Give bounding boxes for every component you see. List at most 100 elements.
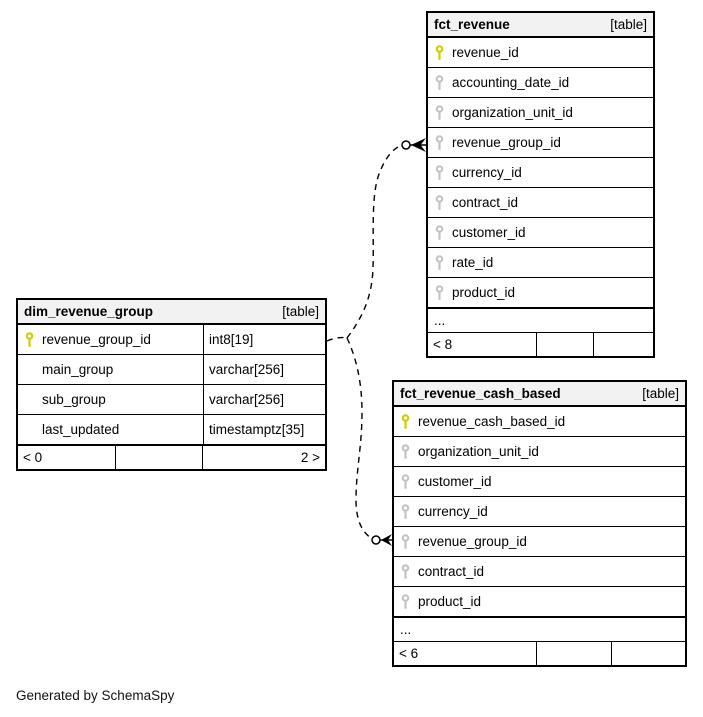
table-footer: < 8 (428, 332, 653, 356)
footer-parents-count (612, 642, 685, 665)
table-columns: revenue_cash_based_id organization_unit_i… (394, 407, 685, 616)
column-name-cell: revenue_group_id (394, 527, 685, 556)
foreign-key-icon (401, 563, 416, 580)
column-name: customer_id (452, 225, 526, 240)
column-name-cell: product_id (394, 587, 685, 616)
column-name: revenue_group_id (42, 332, 151, 347)
table-dim-revenue-group[interactable]: dim_revenue_group [table] revenue_group_… (16, 298, 327, 471)
column-name-cell: currency_id (394, 497, 685, 526)
column-name: revenue_group_id (418, 534, 527, 549)
footer-middle-cell (116, 446, 203, 469)
table-fct-revenue[interactable]: fct_revenue [table] revenue_id accounting… (426, 11, 655, 358)
column-name: revenue_cash_based_id (418, 414, 566, 429)
column-name: sub_group (42, 392, 106, 407)
column-name-cell: organization_unit_id (394, 437, 685, 466)
column-name: revenue_id (452, 45, 519, 60)
table-type-badge: [table] (282, 304, 319, 319)
column-name-cell: organization_unit_id (428, 98, 653, 127)
column-row-sub_group: sub_group varchar[256] (18, 384, 325, 414)
primary-key-icon (401, 413, 416, 430)
column-name-cell: rate_id (428, 248, 653, 277)
footer-parents-count: 2 > (300, 450, 320, 465)
column-row-product_id: product_id (394, 586, 685, 616)
column-name: organization_unit_id (452, 105, 573, 120)
foreign-key-icon (401, 473, 416, 490)
column-row-contract_id: contract_id (428, 187, 653, 217)
footer-children-count: < 0 (18, 446, 116, 469)
column-name-cell: contract_id (394, 557, 685, 586)
foreign-key-icon (401, 593, 416, 610)
primary-key-icon (435, 44, 450, 61)
column-name: product_id (418, 594, 482, 609)
column-type: varchar[256] (203, 385, 325, 414)
foreign-key-icon (435, 254, 450, 271)
column-name-cell: last_updated (18, 415, 203, 444)
table-title[interactable]: fct_revenue (434, 17, 510, 32)
column-name: product_id (452, 285, 516, 300)
column-name-cell: product_id (428, 278, 653, 307)
table-type-badge: [table] (642, 386, 679, 401)
foreign-key-icon (401, 503, 416, 520)
crow-foot-arrow-top-icon (411, 138, 426, 152)
table-header[interactable]: dim_revenue_group [table] (18, 300, 325, 325)
column-name: currency_id (452, 165, 522, 180)
hidden-columns-row: ... (428, 307, 653, 332)
foreign-key-icon (435, 164, 450, 181)
column-name: customer_id (418, 474, 492, 489)
column-name-cell: customer_id (394, 467, 685, 496)
footer-children-count: < 6 (394, 642, 537, 665)
column-name: organization_unit_id (418, 444, 539, 459)
table-title[interactable]: dim_revenue_group (24, 304, 154, 319)
column-row-customer_id: customer_id (428, 217, 653, 247)
column-row-product_id: product_id (428, 277, 653, 307)
column-type: int8[19] (203, 325, 325, 354)
foreign-key-icon (401, 443, 416, 460)
column-row-currency_id: currency_id (428, 157, 653, 187)
column-row-organization_unit_id: organization_unit_id (428, 97, 653, 127)
column-name-cell: currency_id (428, 158, 653, 187)
column-name: accounting_date_id (452, 75, 570, 90)
footer-middle-cell (537, 333, 594, 356)
foreign-key-icon (435, 224, 450, 241)
foreign-key-icon (435, 74, 450, 91)
foreign-key-icon (435, 284, 450, 301)
column-name-cell: revenue_group_id (18, 325, 203, 354)
table-columns: revenue_id accounting_date_id organization… (428, 38, 653, 307)
column-name-cell: customer_id (428, 218, 653, 247)
hidden-columns-row: ... (394, 616, 685, 641)
column-name: last_updated (42, 422, 120, 437)
column-name: revenue_group_id (452, 135, 561, 150)
table-type-badge: [table] (610, 17, 647, 32)
generated-by-note: Generated by SchemaSpy (16, 688, 175, 703)
column-name: contract_id (452, 195, 519, 210)
column-row-organization_unit_id: organization_unit_id (394, 436, 685, 466)
foreign-key-icon (401, 533, 416, 550)
column-name: rate_id (452, 255, 494, 270)
zero-or-many-circle-bottom (371, 535, 381, 545)
column-name-cell: contract_id (428, 188, 653, 217)
column-row-currency_id: currency_id (394, 496, 685, 526)
primary-key-icon (25, 331, 40, 348)
column-row-revenue_group_id: revenue_group_id int8[19] (18, 325, 325, 354)
column-row-rate_id: rate_id (428, 247, 653, 277)
column-row-customer_id: customer_id (394, 466, 685, 496)
relationship-curve-to-fct-revenue-cash-based (346, 337, 372, 539)
column-name: contract_id (418, 564, 485, 579)
table-title[interactable]: fct_revenue_cash_based (400, 386, 561, 401)
zero-or-many-circle-top (401, 140, 411, 150)
column-name-cell: revenue_cash_based_id (394, 407, 685, 436)
column-name-cell: sub_group (18, 385, 203, 414)
column-name-cell: revenue_id (428, 38, 653, 67)
table-header[interactable]: fct_revenue_cash_based [table] (394, 382, 685, 407)
table-header[interactable]: fct_revenue [table] (428, 13, 653, 38)
column-row-revenue_group_id: revenue_group_id (394, 526, 685, 556)
footer-parents-count (594, 333, 653, 356)
column-name-cell: revenue_group_id (428, 128, 653, 157)
table-fct-revenue-cash-based[interactable]: fct_revenue_cash_based [table] revenue_c… (392, 380, 687, 667)
column-type: varchar[256] (203, 355, 325, 384)
relationship-stub-dim-revenue-group (326, 336, 348, 342)
